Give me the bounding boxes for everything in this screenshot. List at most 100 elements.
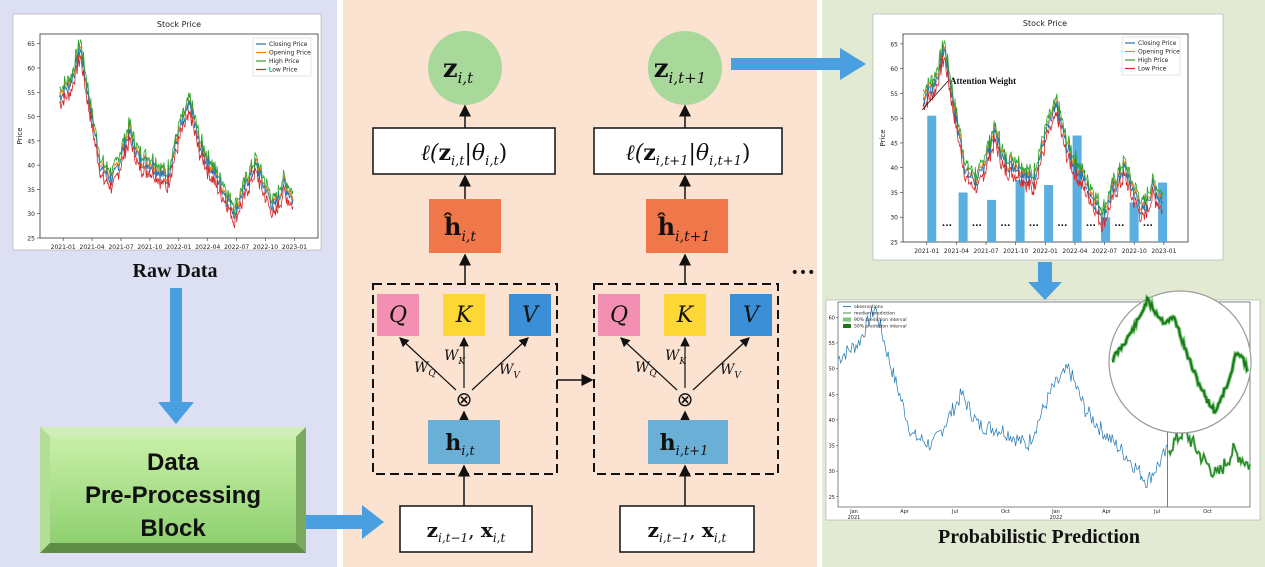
raw-legend-label: Opening Price xyxy=(269,50,311,57)
pred-ytick-label: 25 xyxy=(829,495,835,501)
raw-chart-series xyxy=(59,38,294,228)
raw-ytick-label: 40 xyxy=(27,163,35,170)
raw-legend-label: Closing Price xyxy=(269,41,308,48)
preprocessing-label-2: Pre-Processing xyxy=(85,482,261,509)
svg-text:V: V xyxy=(522,303,540,328)
attention-ellipsis: ... xyxy=(1114,219,1124,229)
model-step-2: zi,t+1 ℓ(zi,t+1|θi,t+1) ĥi,t+1 Q K V WQ … xyxy=(593,31,783,553)
raw-ytick-label: 35 xyxy=(27,187,35,194)
attn-xtick-label: 2022-07 xyxy=(1092,248,1117,255)
attn-xtick-label: 2022-01 xyxy=(1033,248,1058,255)
attn-low-price-line xyxy=(922,55,1163,233)
raw-low-price-line xyxy=(59,54,294,228)
raw-xtick-label: 2022-01 xyxy=(166,244,191,251)
pred-legend-label: 90% prediction interval xyxy=(854,317,907,323)
attn-opening-price-line xyxy=(922,46,1163,221)
svg-text:hi,t+1: hi,t+1 xyxy=(660,430,709,459)
observations-line xyxy=(837,306,1168,488)
svg-text:hi,t: hi,t xyxy=(445,430,475,459)
raw-ytick-label: 55 xyxy=(27,90,35,97)
key-box-2 xyxy=(664,294,706,336)
attn-xtick-label: 2023-01 xyxy=(1151,248,1176,255)
pred-xtick-label: Apr xyxy=(900,509,910,515)
attention-bar xyxy=(1015,180,1025,242)
likelihood-box-1 xyxy=(372,127,556,175)
attn-legend-label: Opening Price xyxy=(1138,49,1180,56)
attn-ytick-label: 25 xyxy=(890,240,898,247)
raw-xtick-label: 2021-04 xyxy=(80,244,105,251)
output-z: z xyxy=(443,54,458,84)
raw-xtick-label: 2022-04 xyxy=(195,244,220,251)
svg-text:zi,t: zi,t xyxy=(443,54,474,87)
attn-xtick-label: 2021-04 xyxy=(944,248,969,255)
attention-bar xyxy=(958,192,968,242)
attention-bars xyxy=(927,115,1168,242)
svg-text:ℓ(zi,t+1|θi,t+1): ℓ(zi,t+1|θi,t+1) xyxy=(626,140,751,169)
attn-chart-series xyxy=(922,39,1163,233)
svg-text:WQ: WQ xyxy=(414,360,436,379)
attn-legend-label: Closing Price xyxy=(1138,40,1177,47)
svg-text:WQ: WQ xyxy=(635,360,657,379)
attn-ytick-label: 50 xyxy=(890,116,898,123)
hhat-box-1 xyxy=(429,199,501,253)
svg-text:ĥi,t+1: ĥi,t+1 xyxy=(657,212,711,245)
preprocessing-label-1: Data xyxy=(147,449,200,476)
attention-ellipsis: ... xyxy=(1057,219,1067,229)
attn-xtick-label: 2021-01 xyxy=(914,248,939,255)
down-arrow-to-preprocessing xyxy=(158,288,194,424)
attention-bar xyxy=(1158,182,1168,242)
attn-xtick-label: 2021-10 xyxy=(1003,248,1028,255)
raw-xtick-label: 2021-01 xyxy=(51,244,76,251)
pred-ytick-label: 55 xyxy=(829,341,835,347)
pred-legend-label: observations xyxy=(854,304,884,310)
otimes-1: ⊗ xyxy=(456,387,473,411)
pred-legend-label: median prediction xyxy=(854,311,895,317)
attn-chart-ylabel: Price xyxy=(879,129,887,146)
output-node-zit1 xyxy=(648,31,722,105)
attention-ellipsis: ... xyxy=(942,219,952,229)
raw-chart-ylabel: Price xyxy=(16,127,24,144)
raw-ytick-label: 45 xyxy=(27,138,35,145)
attention-ellipsis: ... xyxy=(1086,219,1096,229)
zoom-median-line xyxy=(1112,295,1249,414)
attention-ellipses: ........................ xyxy=(942,219,1153,229)
raw-xtick-label: 2023-01 xyxy=(282,244,307,251)
svg-text:WV: WV xyxy=(720,362,742,381)
svg-text:ĥi,t: ĥi,t xyxy=(443,212,476,245)
attn-ytick-label: 40 xyxy=(890,165,898,172)
continuation-dots: ••• xyxy=(791,265,816,281)
raw-ytick-label: 60 xyxy=(27,66,35,73)
raw-data-label: Raw Data xyxy=(133,260,218,282)
query-box-1 xyxy=(377,294,419,336)
pred-xtick-label: Oct xyxy=(1001,509,1010,515)
raw-ytick-label: 50 xyxy=(27,114,35,121)
attn-ytick-label: 55 xyxy=(890,91,898,98)
raw-xtick-label: 2022-07 xyxy=(224,244,249,251)
pred-xtick-label: Apr xyxy=(1102,509,1112,515)
hidden-box-1 xyxy=(428,420,500,464)
key-box-1 xyxy=(443,294,485,336)
attention-weight-label: Attention Weight xyxy=(950,76,1016,86)
pred-ytick-label: 30 xyxy=(829,469,835,475)
attention-ellipsis: ... xyxy=(972,219,982,229)
zoom-inset xyxy=(1108,290,1252,434)
attention-ellipsis: ... xyxy=(1029,219,1039,229)
svg-text:zi,t−1, xi,t: zi,t−1, xi,t xyxy=(427,518,506,545)
attn-ytick-label: 65 xyxy=(890,41,898,48)
attention-bar xyxy=(1044,185,1054,242)
value-box-1 xyxy=(509,294,551,336)
model-step-1: zi,t ℓ(zi,t|θi,t) ĥi,t Q K V WQ WK WV ⊗ … xyxy=(372,31,558,553)
attention-bar xyxy=(1101,217,1111,242)
output-node-zit xyxy=(428,31,502,105)
query-box-2 xyxy=(598,294,640,336)
svg-text:WV: WV xyxy=(499,362,521,381)
output-sub: i,t xyxy=(458,69,475,87)
pred-xtick-label: Oct xyxy=(1203,509,1212,515)
attn-legend-label: Low Price xyxy=(1138,66,1167,73)
